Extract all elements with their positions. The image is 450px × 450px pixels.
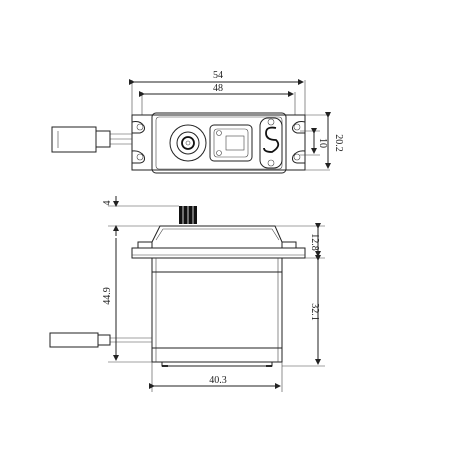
front-flange bbox=[131, 241, 306, 259]
dim-body-width: 40.3 bbox=[149, 375, 281, 389]
front-upper-case bbox=[151, 225, 283, 243]
dim-tab-slot: 10 bbox=[311, 128, 328, 154]
dim-flange-height: 12.8 bbox=[309, 223, 321, 257]
dim-shaft-height-label: 4 bbox=[102, 201, 113, 206]
top-logo-area bbox=[259, 117, 283, 169]
dim-body-depth: 20.2 bbox=[325, 112, 344, 169]
dim-lower-body-height: 32.1 bbox=[309, 255, 321, 365]
dim-tab-slot-label: 10 bbox=[317, 138, 328, 148]
dim-mount-width-label: 48 bbox=[213, 83, 223, 94]
front-output-spline bbox=[179, 206, 197, 224]
dim-body-depth-label: 20.2 bbox=[333, 134, 344, 152]
dim-total-height-label: 44.9 bbox=[102, 287, 113, 305]
dim-overall-width: 54 bbox=[129, 70, 304, 85]
top-body-outline bbox=[151, 112, 287, 174]
front-cable bbox=[49, 332, 152, 348]
output-shaft bbox=[169, 124, 207, 162]
dim-body-width-label: 40.3 bbox=[209, 375, 227, 386]
front-lower-body bbox=[151, 257, 283, 367]
label-plate bbox=[209, 124, 253, 162]
top-view: 54 48 bbox=[51, 70, 344, 174]
dim-lower-body-height-label: 32.1 bbox=[309, 303, 320, 321]
front-view: 4 44.9 12.8 32.1 40.3 bbox=[49, 196, 325, 392]
right-mounting-slots bbox=[292, 121, 306, 164]
dim-overall-width-label: 54 bbox=[213, 70, 223, 81]
dim-total-height: 44.9 bbox=[102, 238, 119, 361]
dim-mount-width: 48 bbox=[139, 83, 294, 97]
top-cable bbox=[51, 126, 132, 153]
left-mounting-slots bbox=[131, 121, 145, 164]
dim-flange-height-label: 12.8 bbox=[309, 233, 320, 251]
top-flange-outline bbox=[131, 114, 306, 171]
dim-shaft-height: 4 bbox=[102, 196, 119, 236]
